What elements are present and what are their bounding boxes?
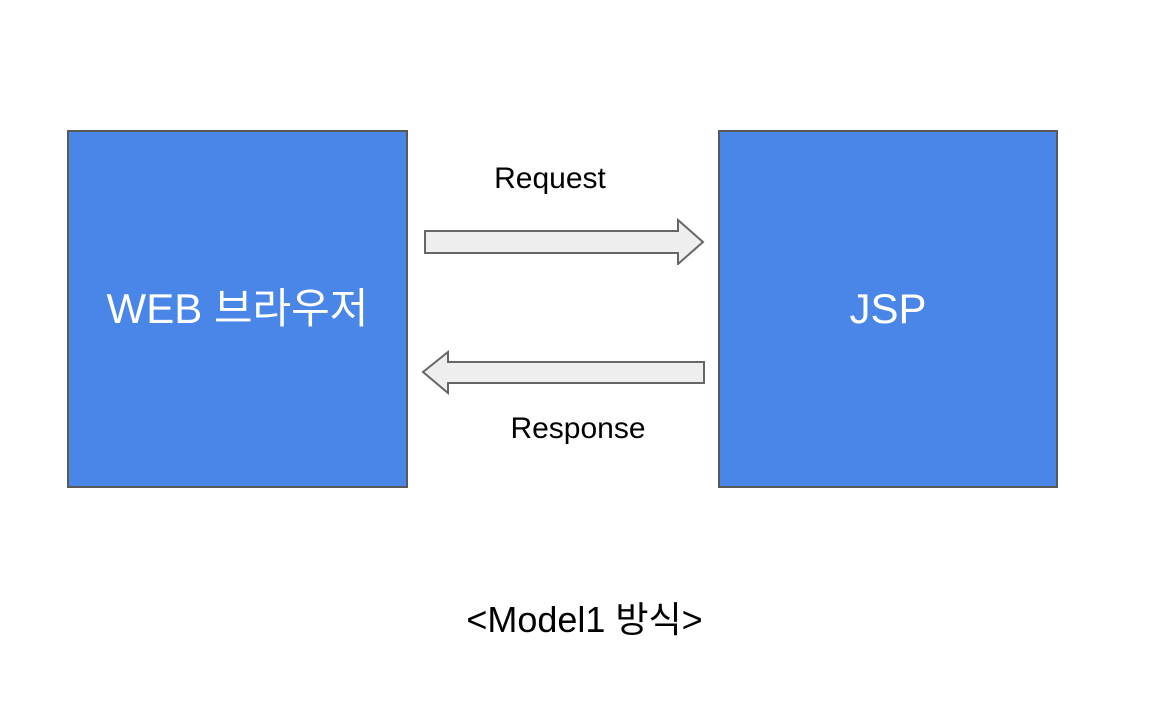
node-jsp-label: JSP xyxy=(849,284,927,332)
node-web-browser-label: WEB 브라우저 xyxy=(106,284,369,332)
node-web-browser: WEB 브라우저 xyxy=(67,130,408,488)
response-arrow-label: Response xyxy=(510,412,646,445)
request-arrow-label: Request xyxy=(494,162,606,195)
request-arrow-icon xyxy=(424,217,705,265)
diagram-caption: <Model1 방식> xyxy=(466,599,703,640)
node-jsp: JSP xyxy=(718,130,1058,488)
response-arrow-icon xyxy=(421,350,705,395)
